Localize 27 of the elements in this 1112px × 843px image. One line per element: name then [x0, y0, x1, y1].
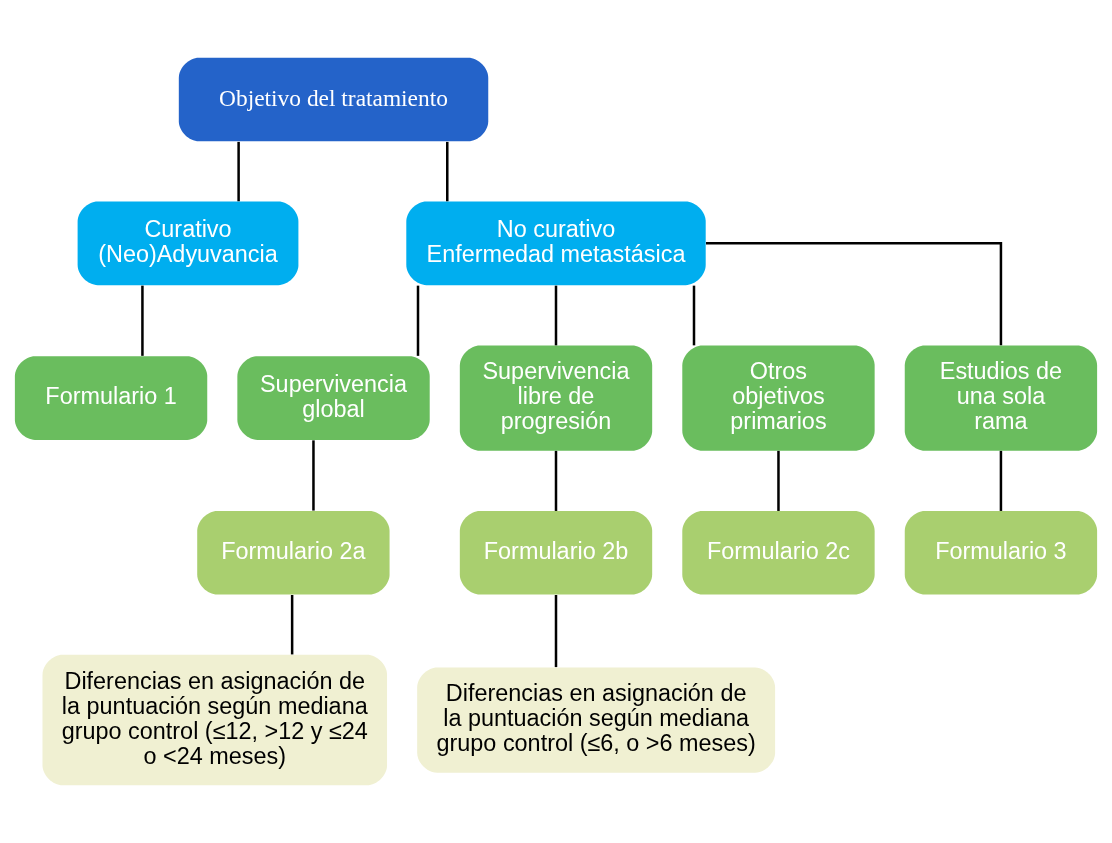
connector [416, 285, 420, 356]
node-box: No curativo Enfermedad metastásica [406, 201, 706, 286]
node-box: Otros objetivos primarios [682, 345, 875, 451]
node-box: Formulario 2b [459, 511, 653, 595]
connector [706, 242, 1003, 346]
connector [290, 595, 294, 655]
connector [554, 450, 558, 511]
connector [554, 595, 558, 668]
node-box: Supervivencia libre de progresión [459, 345, 653, 451]
node-box: Formulario 3 [904, 511, 1098, 595]
connector [554, 285, 558, 346]
node-box: Objetivo del tratamiento [178, 57, 489, 142]
node-box: Supervivencia global [237, 356, 430, 440]
node-box: Formulario 2a [197, 511, 390, 595]
node-box: Formulario 2c [682, 511, 875, 595]
connector [312, 440, 315, 511]
connector [141, 285, 144, 356]
node-box: Diferencias en asignación de la puntuación según mediana grupo control (≤6, o >6 meses) [417, 667, 776, 773]
connector [999, 450, 1003, 511]
node-box: Estudios de una sola rama [904, 345, 1098, 451]
node-box: Curativo (Neo)Adyuvancia [77, 201, 299, 286]
node-box: Formulario 1 [14, 356, 208, 440]
connector [446, 141, 449, 202]
node-box: Diferencias en asignación de la puntuación según mediana grupo control (≤12, >12 y ≤24 o <24 meses) [42, 654, 388, 786]
connector [777, 450, 780, 511]
connector [692, 285, 696, 346]
connector [237, 141, 240, 202]
